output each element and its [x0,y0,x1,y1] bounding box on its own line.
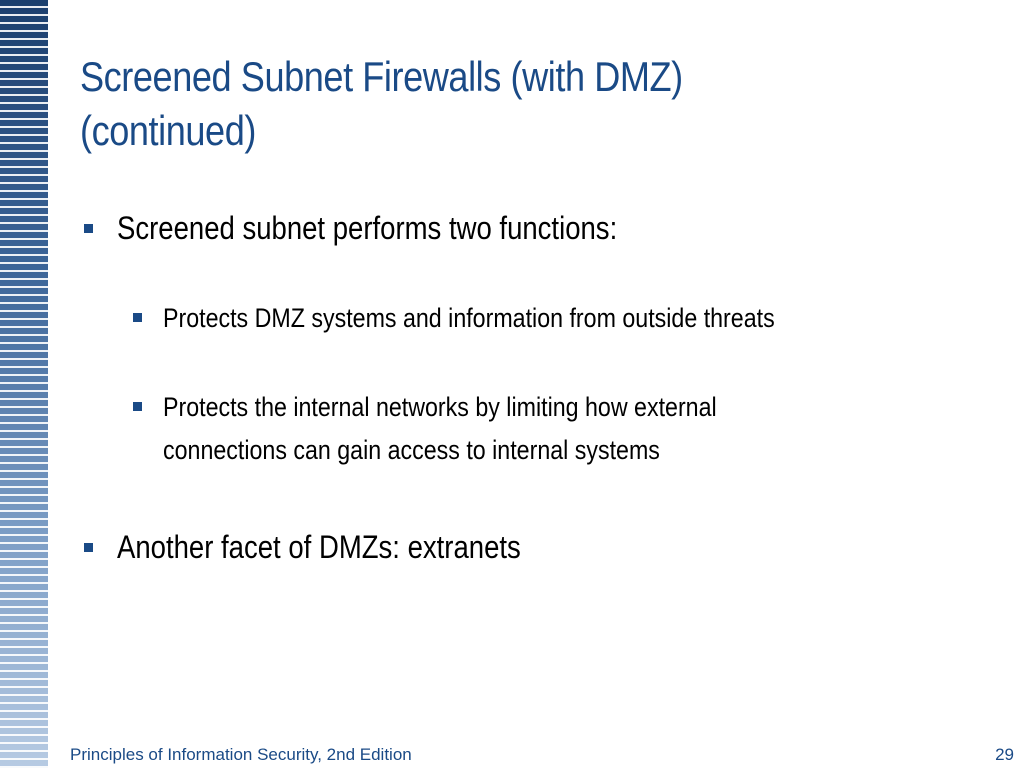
bullet-item: Screened subnet performs two functions: [84,208,699,248]
square-bullet-icon [84,543,93,552]
square-bullet-icon [84,224,93,233]
page-number: 29 [995,745,1014,764]
bullet-item: Another facet of DMZs: extranets [84,527,587,567]
square-bullet-icon [133,313,142,322]
slide-title-line-1: Screened Subnet Firewalls (with DMZ) [80,53,683,100]
sub-bullet-text: Protects DMZ systems and information fro… [163,303,775,333]
bullet-text: Screened subnet performs two functions: [117,210,618,246]
sub-bullet-text: Protects the internal networks by limiti… [163,386,717,472]
side-bar-gap [48,0,56,768]
bullet-text: Another facet of DMZs: extranets [117,529,521,565]
footer-book-title: Principles of Information Security, 2nd … [70,745,412,764]
sub-bullet-item: Protects DMZ systems and information fro… [133,297,874,340]
sub-bullet-item: Protects the internal networks by limiti… [133,386,807,472]
square-bullet-icon [133,402,142,411]
sub-bullet-text-line-2: connections can gain access to internal … [163,435,660,465]
slide-title: Screened Subnet Firewalls (with DMZ) (co… [80,50,854,158]
slide-title-line-2: (continued) [80,107,256,154]
striped-side-bar [0,0,48,768]
sub-bullet-text-line-1: Protects the internal networks by limiti… [163,392,717,422]
